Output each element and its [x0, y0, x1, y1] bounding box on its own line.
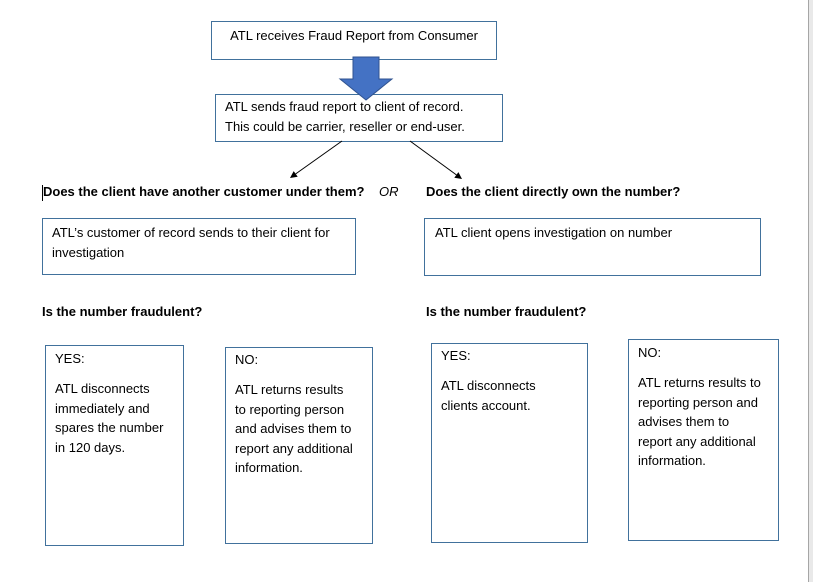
text-cursor: [42, 185, 43, 201]
right-no-box[interactable]: NO: ATL returns results to reporting per…: [628, 339, 779, 541]
page-edge: [808, 0, 809, 582]
left-no-line: and advises them to: [235, 421, 352, 436]
left-yes-line: in 120 days.: [55, 439, 126, 455]
arrowhead-left: [290, 171, 298, 178]
yes-heading: YES:: [55, 351, 85, 366]
right-action-line: ATL client opens investigation on number: [435, 225, 673, 240]
right-yes-box[interactable]: YES: ATL disconnects clients account.: [431, 343, 588, 543]
left-no-line: report any additional: [235, 440, 353, 456]
yes-heading: YES:: [441, 348, 471, 363]
right-no-line: reporting person and: [638, 394, 758, 410]
left-action-line: investigation: [52, 244, 125, 260]
right-no-line: advises them to: [638, 414, 730, 429]
notify-client-box[interactable]: ATL sends fraud report to client of reco…: [215, 94, 503, 142]
left-action-box[interactable]: ATL’s customer of record sends to their …: [42, 218, 356, 275]
right-no-line: information.: [638, 453, 706, 468]
left-branch-question: Does the client have another customer un…: [43, 184, 365, 199]
right-no-line: report any additional: [638, 433, 756, 449]
connector-line-right: [409, 140, 457, 176]
left-no-line: to reporting person: [235, 401, 345, 417]
right-fraud-question: Is the number fraudulent?: [426, 304, 587, 319]
right-yes-line: clients account.: [441, 397, 531, 413]
left-no-line: information.: [235, 460, 303, 475]
left-no-box[interactable]: NO: ATL returns results to reporting per…: [225, 347, 373, 544]
left-yes-line: immediately and: [55, 400, 150, 416]
left-action-line: ATL’s customer of record sends to their …: [52, 225, 330, 240]
right-no-line: ATL returns results to: [638, 375, 761, 390]
down-block-arrow[interactable]: [338, 56, 394, 101]
notify-client-line: This could be carrier, reseller or end-u…: [225, 118, 465, 134]
connector-arrow-left[interactable]: [290, 140, 343, 178]
no-heading: NO:: [235, 352, 259, 367]
start-box-text: ATL receives Fraud Report from Consumer: [230, 28, 478, 43]
connector-line-left: [295, 140, 343, 175]
left-no-line: ATL returns results: [235, 382, 344, 397]
right-branch-question: Does the client directly own the number?: [426, 184, 681, 199]
left-yes-box[interactable]: YES: ATL disconnects immediately and spa…: [45, 345, 184, 546]
left-yes-line: ATL disconnects: [55, 381, 150, 396]
right-yes-line: ATL disconnects: [441, 378, 536, 393]
right-action-box[interactable]: ATL client opens investigation on number: [424, 218, 761, 276]
or-label: OR: [379, 184, 399, 199]
no-heading: NO:: [638, 345, 662, 360]
left-fraud-question: Is the number fraudulent?: [42, 304, 203, 319]
workspace-background: [809, 0, 813, 582]
left-yes-line: spares the number: [55, 420, 164, 435]
notify-client-line: ATL sends fraud report to client of reco…: [225, 99, 464, 114]
arrowhead-right: [454, 172, 462, 179]
connector-arrow-right[interactable]: [409, 140, 462, 179]
start-box[interactable]: ATL receives Fraud Report from Consumer: [211, 21, 497, 60]
